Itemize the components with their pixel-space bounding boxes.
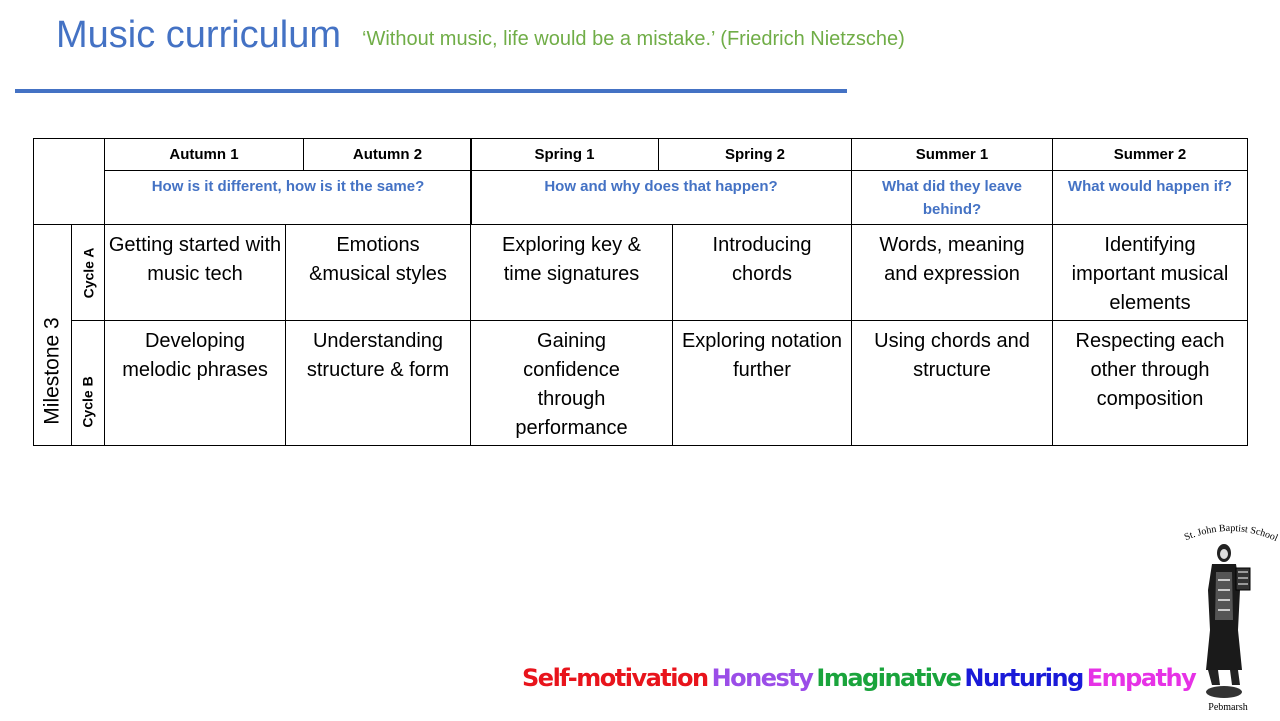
- topic-text: Words, meaning and expression: [879, 234, 1025, 285]
- question-spring: How and why does that happen?: [470, 170, 852, 225]
- quote-text: ‘Without music, life would be a mistake.…: [362, 28, 905, 50]
- topic-text: Exploring key & time signatures: [502, 234, 641, 285]
- cycle-b-topic-2: Understanding structure & form: [285, 320, 471, 446]
- term-header-spring-1: Spring 1: [470, 138, 659, 171]
- topic-text: Understanding structure & form: [306, 330, 450, 381]
- cycle-b-topic-1: Developing melodic phrases: [104, 320, 286, 446]
- question-autumn: How is it different, how is it the same?: [104, 170, 472, 225]
- topic-text: Using chords and structure: [874, 330, 1030, 381]
- topic-text: Identifying important musical elements: [1071, 234, 1229, 314]
- knight-crest-icon: St. John Baptist School Pebmarsh: [1183, 523, 1280, 713]
- question-summer-2-text: What would happen if?: [1067, 178, 1233, 195]
- cycle-a-topic-5: Words, meaning and expression: [851, 224, 1053, 321]
- term-header-summer-2: Summer 2: [1052, 138, 1248, 171]
- cycle-a-topic-4: Introducing chords: [672, 224, 852, 321]
- title-underline: [15, 89, 847, 93]
- cycle-b-cell: Cycle B: [71, 320, 105, 446]
- cycle-a-label: Cycle A: [80, 247, 96, 298]
- term-header-autumn-2: Autumn 2: [303, 138, 472, 171]
- value-empathy: Empathy: [1086, 664, 1197, 692]
- cycle-b-topic-4: Exploring notation further: [672, 320, 852, 446]
- question-summer-1-text: What did they leave behind?: [881, 178, 1023, 218]
- topic-text: Getting started with music tech: [108, 234, 282, 285]
- cycle-a-topic-6: Identifying important musical elements: [1052, 224, 1248, 321]
- cycle-a-cell: Cycle A: [71, 224, 105, 321]
- topic-text: Emotions &musical styles: [309, 234, 447, 285]
- cycle-b-label: Cycle B: [80, 376, 97, 428]
- topic-text: Introducing chords: [712, 234, 812, 285]
- term-header-autumn-1: Autumn 1: [104, 138, 304, 171]
- cycle-a-topic-1: Getting started with music tech: [104, 224, 286, 321]
- school-logo: St. John Baptist School Pebmarsh: [1178, 520, 1280, 716]
- value-nurturing: Nurturing: [964, 664, 1084, 692]
- logo-top-text: St. John Baptist School: [1183, 523, 1280, 544]
- topic-text: Developing melodic phrases: [122, 330, 268, 381]
- cycle-b-topic-6: Respecting each other through compositio…: [1052, 320, 1248, 446]
- page-title: Music curriculum: [56, 14, 342, 56]
- cycle-a-topic-2: Emotions &musical styles: [285, 224, 471, 321]
- term-header-summer-1: Summer 1: [851, 138, 1053, 171]
- corner-cell: [33, 138, 105, 225]
- term-header-spring-2: Spring 2: [658, 138, 852, 171]
- topic-text: Gaining confidence through performance: [515, 330, 628, 439]
- milestone-cell: Milestone 3: [33, 224, 72, 446]
- question-summer-2: What would happen if?: [1052, 170, 1248, 225]
- value-honesty: Honesty: [711, 664, 814, 692]
- question-summer-1: What did they leave behind?: [851, 170, 1053, 225]
- topic-text: Exploring notation further: [681, 330, 843, 381]
- logo-bottom-text: Pebmarsh: [1208, 702, 1247, 713]
- cycle-b-topic-3: Gaining confidence through performance: [470, 320, 673, 446]
- cycle-b-topic-5: Using chords and structure: [851, 320, 1053, 446]
- milestone-label: Milestone 3: [40, 317, 64, 425]
- cycle-a-topic-3: Exploring key & time signatures: [470, 224, 673, 321]
- svg-text:St. John Baptist School: St. John Baptist School: [1183, 523, 1280, 544]
- topic-text: Respecting each other through compositio…: [1075, 330, 1225, 410]
- value-self-motivation: Self-motivation: [522, 664, 709, 692]
- value-imaginative: Imaginative: [816, 664, 961, 692]
- curriculum-table: Autumn 1 Autumn 2 Spring 1 Spring 2 Summ…: [33, 138, 1248, 446]
